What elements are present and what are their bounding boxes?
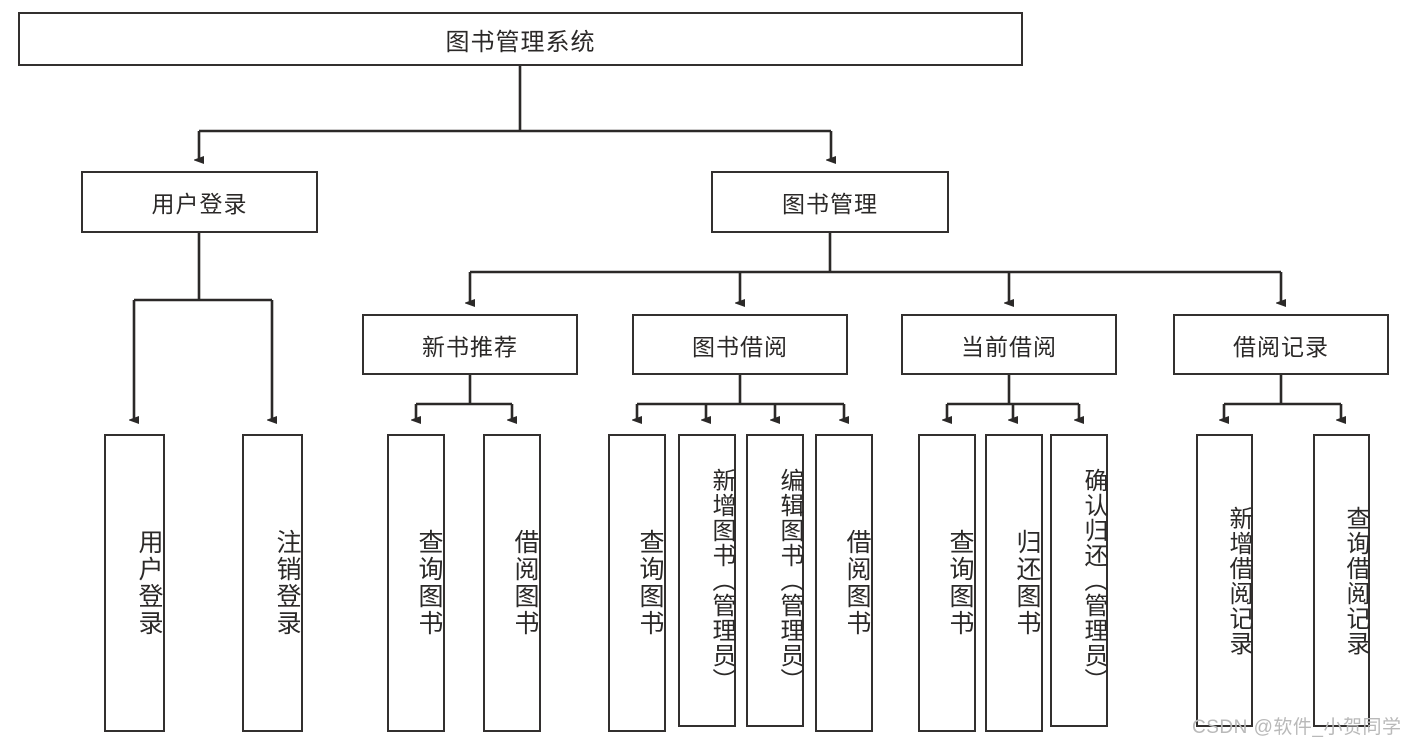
leaf-edit-book-admin[interactable]: 编辑图书（管理员） <box>746 434 804 727</box>
node-user-login[interactable]: 用户登录 <box>81 171 318 233</box>
leaf-borrow-book-1[interactable]: 借阅图书 <box>483 434 541 732</box>
node-book-manage[interactable]: 图书管理 <box>711 171 949 233</box>
node-root[interactable]: 图书管理系统 <box>18 12 1023 66</box>
leaf-query-book-2[interactable]: 查询图书 <box>608 434 666 732</box>
leaf-query-book-1[interactable]: 查询图书 <box>387 434 445 732</box>
leaf-borrow-book-2[interactable]: 借阅图书 <box>815 434 873 732</box>
leaf-query-book-3[interactable]: 查询图书 <box>918 434 976 732</box>
leaf-query-borrow-record[interactable]: 查询借阅记录 <box>1313 434 1370 727</box>
node-current-borrow[interactable]: 当前借阅 <box>901 314 1117 375</box>
leaf-return-book[interactable]: 归还图书 <box>985 434 1043 732</box>
leaf-confirm-return-admin[interactable]: 确认归还（管理员） <box>1050 434 1108 727</box>
leaf-add-book-admin[interactable]: 新增图书（管理员） <box>678 434 736 727</box>
node-new-book-recommend[interactable]: 新书推荐 <box>362 314 578 375</box>
leaf-user-login[interactable]: 用户登录 <box>104 434 165 732</box>
node-book-borrow[interactable]: 图书借阅 <box>632 314 848 375</box>
leaf-logout-login[interactable]: 注销登录 <box>242 434 303 732</box>
leaf-add-borrow-record[interactable]: 新增借阅记录 <box>1196 434 1253 727</box>
watermark-text: CSDN @软件_小贺同学 <box>1192 717 1402 738</box>
node-borrow-record[interactable]: 借阅记录 <box>1173 314 1389 375</box>
